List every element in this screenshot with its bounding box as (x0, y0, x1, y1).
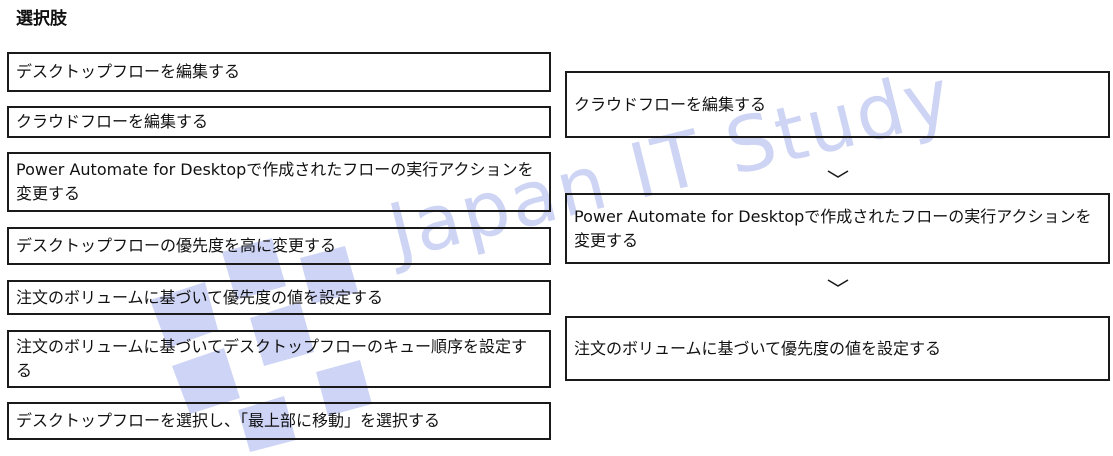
chevron-down-icon (827, 279, 849, 287)
section-title: 選択肢 (16, 9, 67, 29)
choice-label: クラウドフローを編集する (16, 112, 209, 131)
answer-slot[interactable]: 注文のボリュームに基づいて優先度の値を設定する (565, 316, 1110, 381)
choice-label: デスクトップフローを選択し、「最上部に移動」を選択する (16, 411, 441, 430)
answer-slot[interactable]: Power Automate for Desktopで作成されたフローの実行アク… (565, 193, 1110, 264)
choice-item[interactable]: デスクトップフローを編集する (7, 52, 551, 92)
choice-label: 注文のボリュームに基づいて優先度の値を設定する (16, 287, 384, 307)
choice-item[interactable]: 注文のボリュームに基づいてデスクトップフローのキュー順序を設定する (7, 330, 551, 388)
choice-label: デスクトップフローを編集する (16, 62, 241, 81)
answer-label: 注文のボリュームに基づいて優先度の値を設定する (574, 338, 942, 358)
choice-label: 注文のボリュームに基づいてデスクトップフローのキュー順序を設定する (16, 337, 528, 380)
choice-label: デスクトップフローの優先度を高に変更する (16, 236, 337, 255)
choice-label: Power Automate for Desktopで作成されたフローの実行アク… (16, 160, 534, 203)
answer-slot[interactable]: クラウドフローを編集する (565, 71, 1110, 138)
choice-item[interactable]: Power Automate for Desktopで作成されたフローの実行アク… (7, 152, 551, 212)
choice-item[interactable]: 注文のボリュームに基づいて優先度の値を設定する (7, 280, 551, 315)
choice-item[interactable]: クラウドフローを編集する (7, 106, 551, 138)
choice-item[interactable]: デスクトップフローを選択し、「最上部に移動」を選択する (7, 402, 551, 440)
answer-label: Power Automate for Desktopで作成されたフローの実行アク… (574, 206, 1092, 250)
choice-item[interactable]: デスクトップフローの優先度を高に変更する (7, 227, 551, 265)
answer-label: クラウドフローを編集する (574, 94, 767, 114)
chevron-down-icon (827, 170, 849, 178)
